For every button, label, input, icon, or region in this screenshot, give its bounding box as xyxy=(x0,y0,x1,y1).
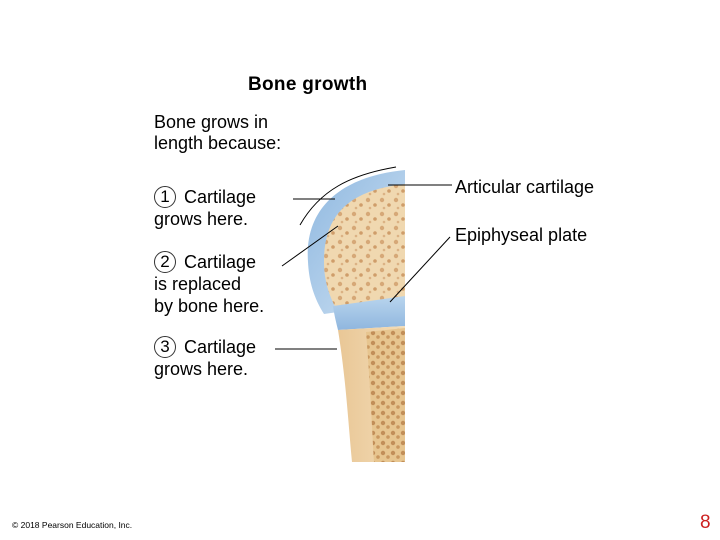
label-articular-cartilage: Articular cartilage xyxy=(455,177,595,197)
step-3: 3 Cartilage grows here. xyxy=(154,336,256,380)
leader-epiphyseal xyxy=(389,236,451,303)
subtitle-line: length because: xyxy=(154,133,282,153)
step-text: by bone here. xyxy=(154,296,265,316)
step-number-badge: 1 xyxy=(154,186,176,208)
epiphysis xyxy=(319,182,405,310)
label-epiphyseal-plate: Epiphyseal plate xyxy=(455,225,588,245)
step-text: Cartilage xyxy=(184,187,257,207)
leader-2 xyxy=(281,225,339,267)
step-text: Cartilage xyxy=(184,337,257,357)
epiphyseal-plate xyxy=(333,296,405,330)
marrow-cavity xyxy=(366,328,405,462)
page-title: Bone growth xyxy=(248,74,368,95)
step-1: 1 Cartilage grows here. xyxy=(154,186,256,230)
articular-cartilage xyxy=(307,170,405,314)
step-number-badge: 2 xyxy=(154,251,176,273)
step-text: is replaced xyxy=(154,274,242,294)
growth-arc xyxy=(299,166,397,226)
page-number: 8 xyxy=(700,512,711,533)
step-text: grows here. xyxy=(154,359,249,379)
copyright-notice: © 2018 Pearson Education, Inc. xyxy=(12,520,133,530)
subtitle: Bone grows in length because: xyxy=(154,112,281,154)
step-text: grows here. xyxy=(154,209,249,229)
step-2: 2 Cartilage is replaced by bone here. xyxy=(154,251,264,317)
step-number-badge: 3 xyxy=(154,336,176,358)
subtitle-line: Bone grows in xyxy=(154,112,269,132)
step-text: Cartilage xyxy=(184,252,257,272)
